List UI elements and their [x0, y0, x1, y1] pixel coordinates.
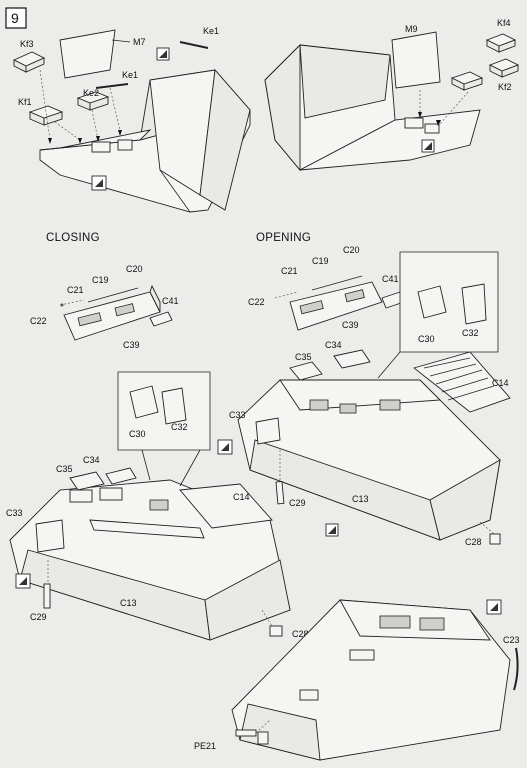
o-c33-door [255, 417, 281, 445]
o-c14-grille [413, 351, 511, 413]
part-label-o-c13: C13 [352, 494, 369, 504]
part-label-c23: C23 [503, 635, 520, 645]
closing-door-subassembly [59, 284, 173, 341]
m9-panel [391, 31, 441, 89]
part-label-c-c29: C29 [30, 612, 47, 622]
part-label-c-c33: C33 [6, 508, 23, 518]
part-label-kf4: Kf4 [497, 18, 511, 28]
part-label-o-c21: C21 [281, 266, 298, 276]
part-label-c-c28: C28 [292, 629, 309, 639]
part-label-o-c41: C41 [382, 274, 399, 284]
part-label-c-c35: C35 [56, 464, 73, 474]
part-label-ke1b: Ke1 [122, 70, 138, 80]
part-label-ke1a: Ke1 [203, 26, 219, 36]
closing-hull-assembly [9, 371, 291, 641]
opening-hull-assembly [217, 251, 511, 545]
opening-door-subassembly [274, 275, 405, 331]
svg-text:9: 9 [11, 10, 19, 26]
top-right-hull-assembly [264, 31, 520, 172]
part-label-c-c19: C19 [92, 275, 109, 285]
closing-heading: CLOSING [46, 232, 100, 244]
part-label-c-c32: C32 [171, 422, 188, 432]
part-label-o-c19: C19 [312, 256, 329, 266]
opening-heading: OPENING [256, 232, 311, 244]
part-label-o-c35: C35 [295, 352, 312, 362]
part-label-ke2: Ke2 [83, 88, 99, 98]
part-label-o-c14: C14 [492, 378, 509, 388]
part-label-o-c20: C20 [343, 245, 360, 255]
part-label-c-c22: C22 [30, 316, 47, 326]
c-c14-plate [179, 483, 273, 529]
part-label-kf2: Kf2 [498, 82, 512, 92]
part-label-c-c13: C13 [120, 598, 137, 608]
part-label-m7: M7 [133, 37, 146, 47]
part-label-c-c21: C21 [67, 285, 84, 295]
part-label-kf1: Kf1 [18, 97, 32, 107]
bottom-hull-assembly [231, 599, 519, 761]
part-label-c-c41: C41 [162, 296, 179, 306]
part-label-o-c32: C32 [462, 328, 479, 338]
part-label-o-c34: C34 [325, 340, 342, 350]
part-label-pe21: PE21 [194, 741, 216, 751]
top-left-hull-assembly [12, 29, 251, 213]
part-label-o-c30: C30 [418, 334, 435, 344]
part-label-o-c28: C28 [465, 537, 482, 547]
part-label-c-c34: C34 [83, 455, 100, 465]
part-label-c-c20: C20 [126, 264, 143, 274]
part-label-o-c29: C29 [289, 498, 306, 508]
part-label-o-c39: C39 [342, 320, 359, 330]
c-c33-door [35, 519, 65, 553]
center-orientation-icon [325, 523, 339, 537]
part-label-o-c33: C33 [229, 410, 246, 420]
part-label-o-c22: C22 [248, 297, 265, 307]
part-label-c-c30: C30 [129, 429, 146, 439]
part-label-c-c14: C14 [233, 492, 250, 502]
m7-panel [59, 29, 116, 79]
part-label-kf3: Kf3 [20, 39, 34, 49]
part-label-c-c39: C39 [123, 340, 140, 350]
part-label-m9: M9 [405, 24, 418, 34]
step-number-badge: 9 [5, 7, 27, 29]
